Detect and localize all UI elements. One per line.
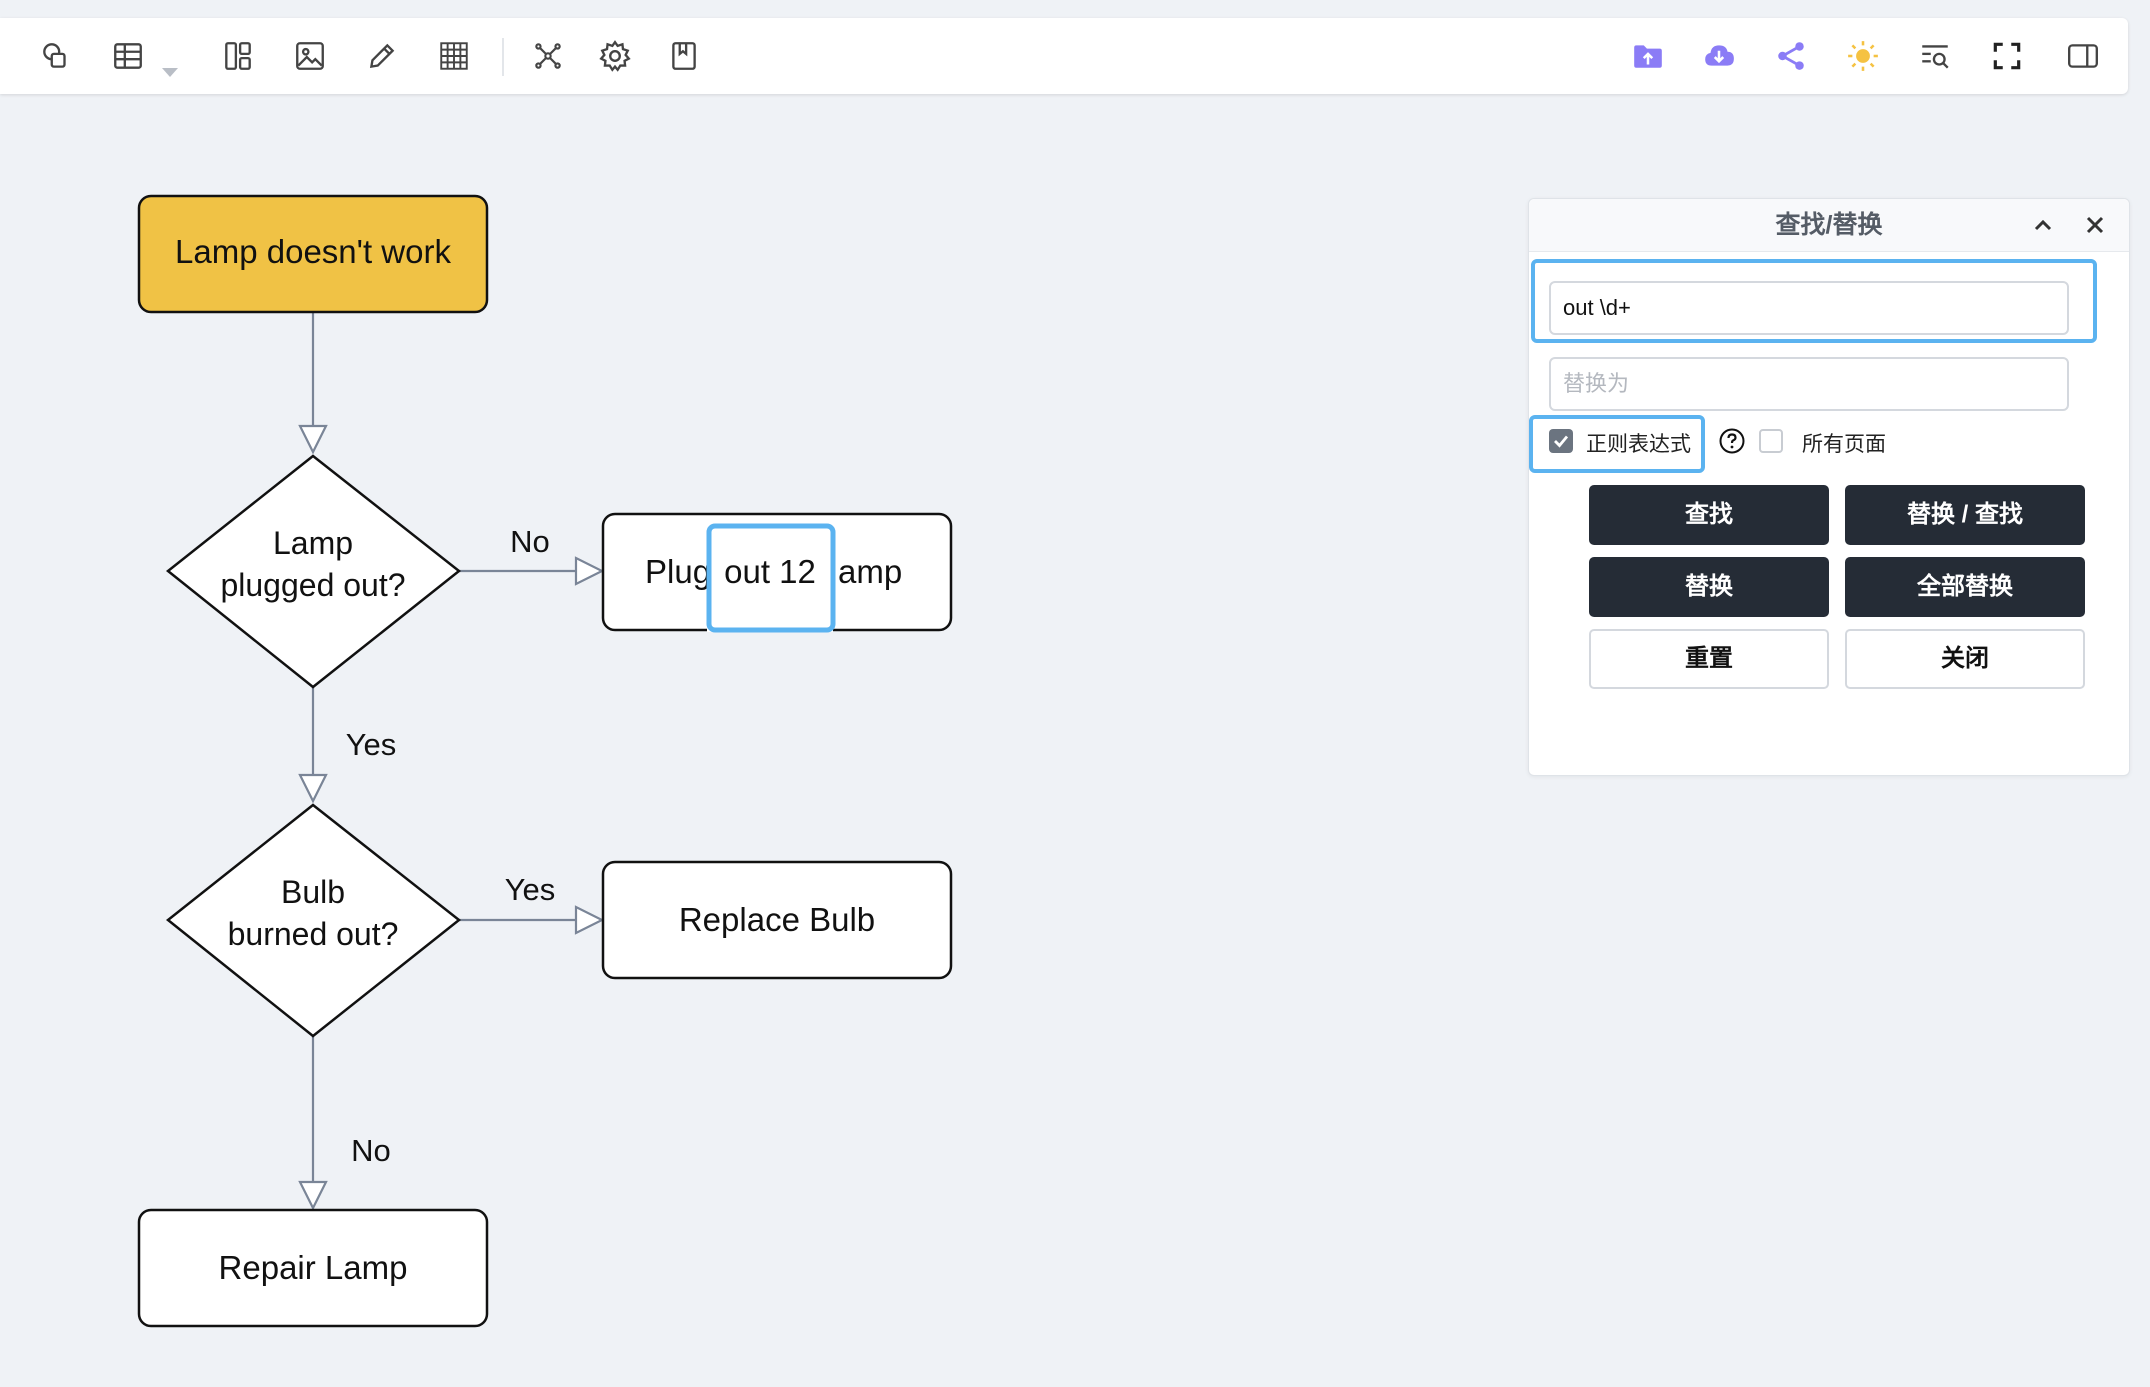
edge-label-yes-2: Yes: [505, 872, 556, 907]
replace-find-button[interactable]: 替换 / 查找: [1845, 485, 2085, 545]
node-replace-bulb-label: Replace Bulb: [679, 901, 875, 938]
edge-label-no-1: No: [510, 524, 550, 559]
panel-header: [1529, 199, 2129, 252]
regex-option-highlight: [1529, 415, 1705, 473]
edge-label-no-2: No: [351, 1133, 391, 1168]
layout-icon[interactable]: [220, 38, 256, 74]
network-icon[interactable]: [530, 38, 566, 74]
decision-bulb-line2: burned out?: [228, 916, 399, 952]
node-plug-prefix: Plug: [645, 553, 711, 590]
settings-icon[interactable]: [597, 38, 633, 74]
fullscreen-icon[interactable]: [1989, 38, 2025, 74]
node-plug[interactable]: Plug out 12 amp: [601, 512, 953, 633]
shapes-icon[interactable]: [38, 38, 74, 74]
all-pages-label: 所有页面: [1802, 433, 1886, 456]
close-button[interactable]: 关闭: [1845, 629, 2085, 689]
table-icon[interactable]: [110, 38, 146, 74]
panel-icon[interactable]: [2065, 38, 2101, 74]
replace-all-button[interactable]: 全部替换: [1845, 557, 2085, 617]
node-start[interactable]: Lamp doesn't work: [137, 194, 489, 314]
toolbar-separator: [502, 38, 504, 76]
collapse-chevron-up-icon[interactable]: [2031, 213, 2055, 237]
regex-checkbox[interactable]: [1549, 429, 1573, 453]
pencil-icon[interactable]: [364, 38, 400, 74]
node-decision-plugged[interactable]: Lamp plugged out?: [165, 454, 462, 689]
cloud-download-icon[interactable]: [1701, 38, 1737, 74]
find-replace-panel: 查找/替换 正则表达式 所有页面 查找 替换 / 查找 替换 全部替换 重置 关…: [1528, 198, 2130, 776]
search-match-text: out 12: [724, 553, 816, 590]
table-dropdown-caret[interactable]: [162, 68, 178, 77]
reset-button[interactable]: 重置: [1589, 629, 1829, 689]
upload-folder-icon[interactable]: [1630, 38, 1666, 74]
node-repair-lamp-label: Repair Lamp: [219, 1249, 408, 1286]
decision-bulb-line1: Bulb: [281, 874, 345, 910]
find-input[interactable]: [1549, 281, 2069, 335]
replace-input[interactable]: [1549, 357, 2069, 411]
arrowhead: [574, 556, 605, 586]
decision-plugged-line2: plugged out?: [220, 567, 405, 603]
node-start-label: Lamp doesn't work: [175, 233, 451, 270]
arrowhead: [298, 1180, 328, 1211]
toolbar: [0, 18, 2128, 94]
replace-button[interactable]: 替换: [1589, 557, 1829, 617]
node-replace-bulb[interactable]: Replace Bulb: [601, 860, 953, 980]
all-pages-checkbox[interactable]: [1759, 429, 1783, 453]
regex-label: 正则表达式: [1586, 433, 1691, 456]
close-icon[interactable]: [2083, 213, 2107, 237]
node-plug-suffix: amp: [838, 553, 902, 590]
arrowhead: [298, 773, 328, 804]
arrowhead: [574, 905, 605, 935]
grid-icon[interactable]: [436, 38, 472, 74]
decision-plugged-line1: Lamp: [273, 525, 353, 561]
node-decision-bulb[interactable]: Bulb burned out?: [165, 803, 462, 1038]
sun-icon[interactable]: [1845, 38, 1881, 74]
panel-title: 查找/替换: [1775, 211, 1883, 239]
search-match-highlight: [706, 523, 836, 633]
help-icon[interactable]: [1719, 428, 1745, 454]
arrowhead: [298, 424, 328, 455]
edge-label-yes-1: Yes: [346, 727, 397, 762]
bookmark-icon[interactable]: [666, 38, 702, 74]
find-icon[interactable]: [1917, 38, 1953, 74]
find-input-highlight: [1531, 259, 2097, 343]
share-icon[interactable]: [1773, 38, 1809, 74]
node-repair-lamp[interactable]: Repair Lamp: [137, 1208, 489, 1328]
image-icon[interactable]: [292, 38, 328, 74]
find-button[interactable]: 查找: [1589, 485, 1829, 545]
